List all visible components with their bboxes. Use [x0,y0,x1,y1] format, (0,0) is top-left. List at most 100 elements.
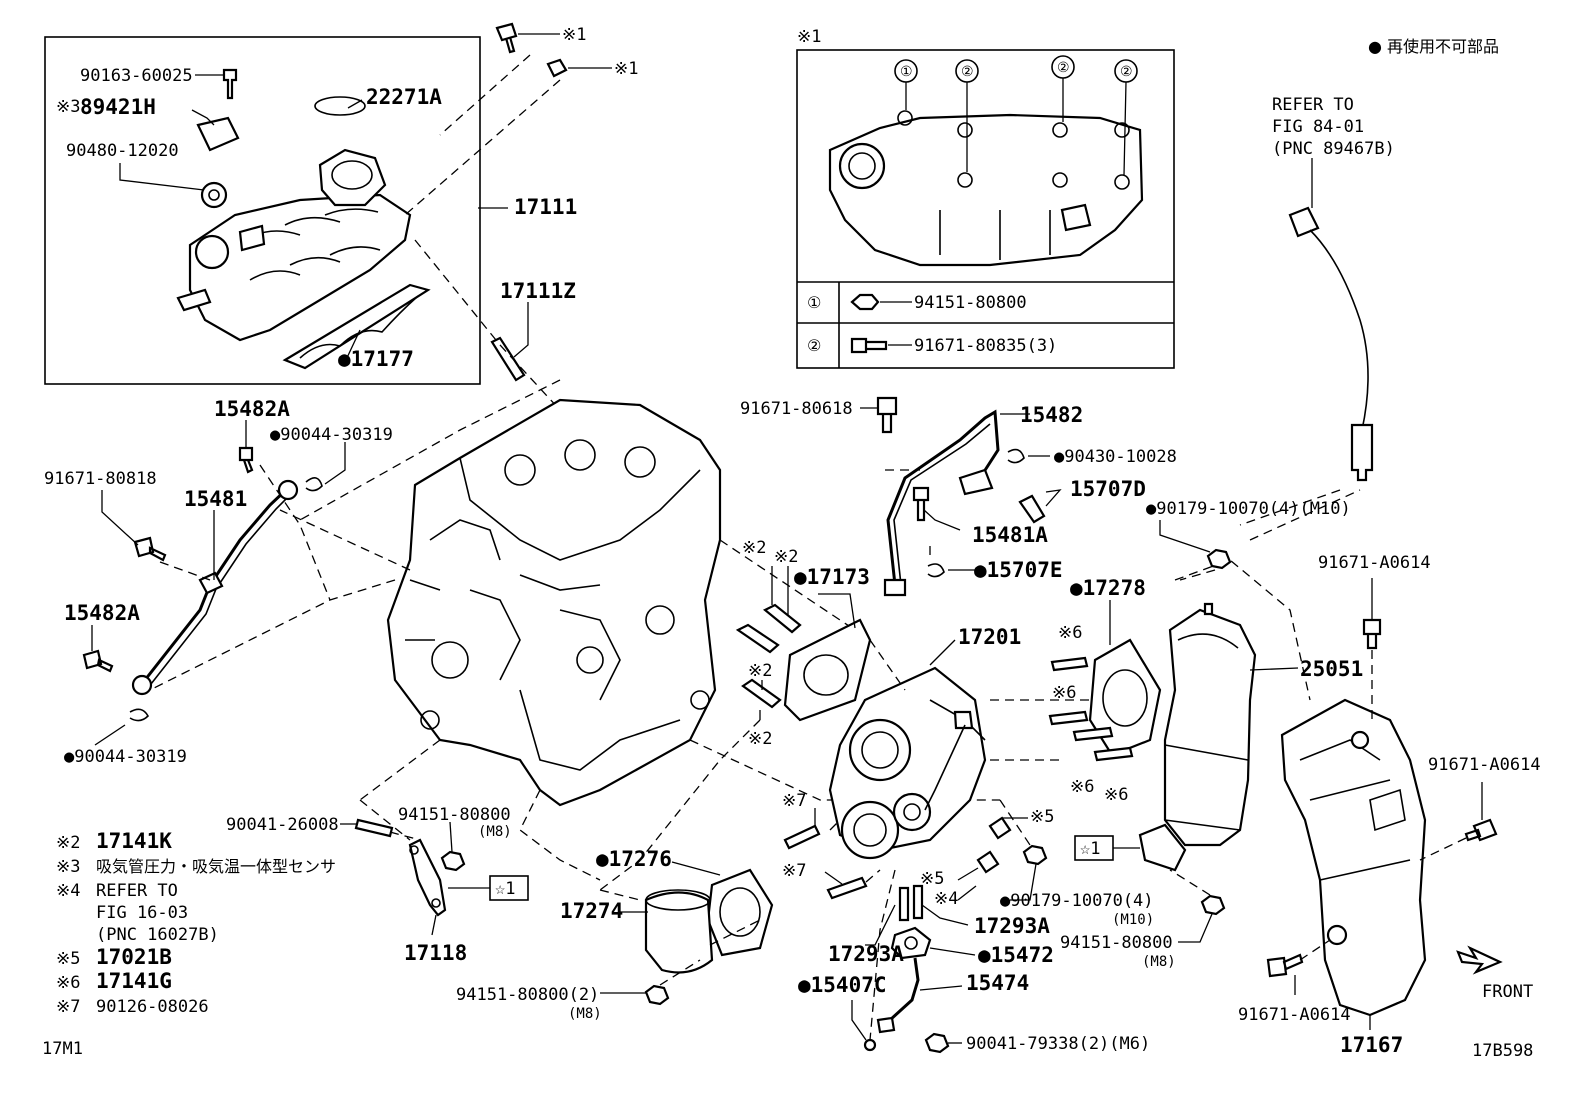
inset-row2-num: ② [807,336,821,355]
clip-90044-top [305,477,323,492]
label-90430-10028: ●90430-10028 [1054,447,1177,467]
label-90041-26008: 90041-26008 [226,815,339,835]
refer-fig84-line2: FIG 84-01 [1272,117,1364,137]
inset-manifold-drawing [828,110,1144,267]
label-mark2-c: ※2 [748,661,772,681]
label-91671-80618: 91671-80618 [740,399,853,419]
label-15707d: 15707D [1070,477,1146,501]
o2-sensor-connector [1288,206,1320,238]
stud-90041-26008 [354,818,394,838]
label-star1-right: ☆1 [1080,839,1100,859]
washer-15407c [863,1038,877,1052]
label-mark2-d: ※2 [748,729,772,749]
stud-90126-b [826,876,868,900]
label-17173: ●17173 [794,565,870,589]
label-22271a: 22271A [366,85,442,109]
label-15472: ●15472 [978,943,1054,967]
label-17293a-left: 17293A [828,942,904,966]
label-89421h: 89421H [80,95,156,119]
inset-callout-2a: ② [961,64,974,80]
gasket-15472 [890,926,932,960]
note-mark-3: ※3 [56,857,80,877]
refer-fig84-line3: (PNC 89467B) [1272,139,1395,159]
intake-manifold-box [44,36,481,385]
note-text-6: 17141G [96,969,172,993]
note-text-4b: FIG 16-03 [96,903,188,923]
label-25051: 25051 [1300,657,1363,681]
o2-sensor-wire [1309,229,1369,431]
label-94151-a: 94151-80800 [398,805,511,825]
bolt-15482a-bot [82,649,114,673]
label-15481: 15481 [184,487,247,511]
bolt-mark1-a [495,22,518,54]
label-17118: 17118 [404,941,467,965]
label-90163-60025: 90163-60025 [80,66,193,86]
nut-94151-a [440,850,466,872]
clip-15707e [927,563,945,578]
turbocharger-17201 [828,666,987,860]
label-mark7-b: ※7 [782,861,806,881]
stud-90126-a [783,824,821,850]
bolt-91671-a0614-mid [1464,818,1498,842]
label-15481a: 15481A [972,523,1048,547]
bolt-91671-a0614-bot [1266,953,1304,978]
label-94151-b: 94151-80800(2) [456,985,599,1005]
label-17293a-right: 17293A [974,914,1050,938]
label-mark6-c: ※6 [1070,777,1094,797]
pipe-17274 [644,891,714,974]
inset-mark: ※1 [797,27,821,47]
nut-90041-79338 [924,1032,950,1054]
nut-94151-b [644,984,670,1006]
nut-90179-bot [1022,844,1048,866]
label-15482a-top: 15482A [214,397,290,421]
nut-icon-row1 [850,293,880,311]
grommet-90480 [200,181,228,209]
o2-sensor-body [1350,423,1374,482]
note-text-7: 90126-08026 [96,997,209,1017]
inset-callout-1: ① [900,64,913,80]
intake-manifold-drawing [176,148,412,342]
bolt-15481a [912,486,930,522]
bolt-17021b-a [988,816,1012,840]
label-star1-left: ☆1 [495,879,515,899]
heat-shield-17167 [1280,698,1427,1017]
label-mark1-b: ※1 [614,59,638,79]
label-90179-top: ●90179-10070(4)(M10) [1146,499,1351,519]
refer-fig84-line1: REFER TO [1272,95,1354,115]
label-mark6-b: ※6 [1052,683,1076,703]
label-94151-b-sub: (M8) [568,1006,602,1022]
bolt-91671-80818 [133,536,167,562]
note-mark-5: ※5 [56,949,80,969]
label-17201: 17201 [958,625,1021,649]
front-label: FRONT [1482,982,1533,1002]
label-mark4: ※4 [934,889,958,909]
drawing-code: 17B598 [1472,1041,1533,1061]
inset-row1-num: ① [807,293,821,312]
label-17276: ●17276 [596,847,672,871]
stud-17111z [490,336,526,382]
gasket-17177 [282,283,431,370]
oil-pipe-15481 [143,486,290,681]
catalytic-converter-25051 [1138,602,1257,872]
label-15482: 15482 [1020,403,1083,427]
label-90480-12020: 90480-12020 [66,141,179,161]
stud-17293a-a [898,886,910,922]
label-17167: 17167 [1340,1033,1403,1057]
label-15407c: ●15407C [798,973,887,997]
label-mark5-a: ※5 [1030,807,1054,827]
label-15474: 15474 [966,971,1029,995]
legend-note: ● 再使用不可部品 [1368,37,1499,56]
note-text-5: 17021B [96,945,172,969]
studs-17141k [735,603,802,709]
label-91671-a0614-mid: 91671-A0614 [1428,755,1541,775]
inset-box [796,49,1175,369]
label-mark6-a: ※6 [1058,623,1082,643]
nut-94151-right [1200,894,1226,916]
inset-callout-2b: ② [1057,60,1070,76]
bolt-icon-row2 [850,337,888,354]
screw-90163 [222,68,238,100]
bolt-15707d [1018,494,1046,524]
bolt-91671-a0614-top [1362,618,1382,650]
nut-90179-top [1206,548,1232,570]
